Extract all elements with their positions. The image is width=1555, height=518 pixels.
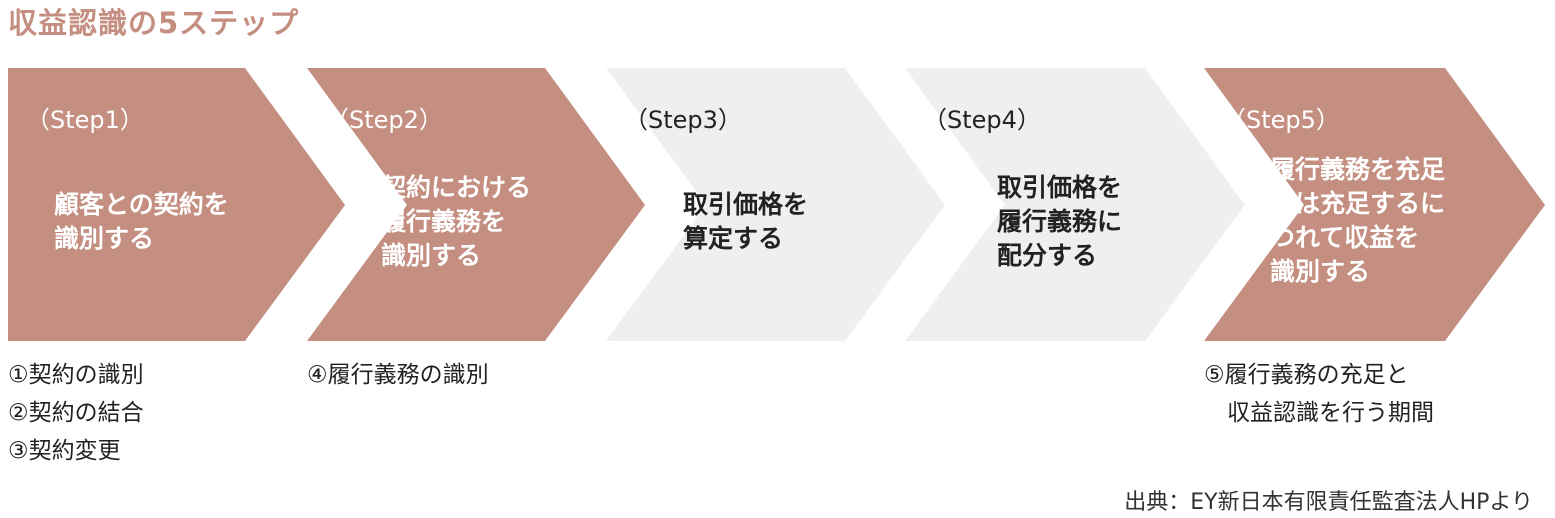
step2-label: （Step2） [325,106,443,134]
step2-chevron [307,68,645,341]
step2-notes: ④履行義務の識別 [307,356,489,394]
step1-notes: ①契約の識別 ②契約の結合 ③契約変更 [8,356,144,470]
step3-line: 算定する [683,224,784,253]
note-item: ⑤履行義務の充足と [1204,362,1409,388]
source-credit: 出典：EY新日本有限責任監査法人HPより [1124,490,1533,515]
step4-text: 取引価格を 履行義務に 配分する [997,171,1122,273]
step3-text: 取引価格を 算定する [683,188,808,256]
step1-chevron [8,68,345,341]
step1-text: 顧客との契約を 識別する [54,188,229,256]
step5-label: （Step5） [1222,106,1340,134]
step3-chevron [606,68,945,341]
step5-line: 履行義務を充足 [1270,155,1446,184]
step5-notes: ⑤履行義務の充足と 収益認識を行う期間 [1204,356,1434,432]
step2-text: 契約における 履行義務を 識別する [381,171,531,273]
step4-line: 配分する [997,241,1098,270]
step3-label: （Step3） [624,106,742,134]
step4-chevron [905,68,1245,341]
step4-label: （Step4） [923,106,1041,134]
step1-label: （Step1） [26,106,144,134]
note-item: ①契約の識別 [8,362,144,388]
step5-line: つれて収益を [1270,223,1420,252]
step5-line: 又は充足するに [1270,189,1446,218]
step5-text: 履行義務を充足 又は充足するに つれて収益を 識別する [1270,153,1445,289]
note-item: ②契約の結合 [8,400,144,426]
step5-chevron [1204,68,1545,341]
step3-line: 取引価格を [683,190,809,219]
step1-line: 識別する [54,224,155,253]
step1-line: 顧客との契約を [54,190,229,219]
step2-line: 識別する [381,241,482,270]
note-item: ③契約変更 [8,438,121,464]
diagram-title: 収益認識の5ステップ [8,6,300,40]
note-item: 収益認識を行う期間 [1204,400,1434,426]
step4-line: 取引価格を [997,173,1123,202]
note-item: ④履行義務の識別 [307,362,489,388]
step2-line: 契約における [381,173,532,202]
step2-line: 履行義務を [381,207,507,236]
step4-line: 履行義務に [997,207,1123,236]
step5-line: 識別する [1270,257,1371,286]
